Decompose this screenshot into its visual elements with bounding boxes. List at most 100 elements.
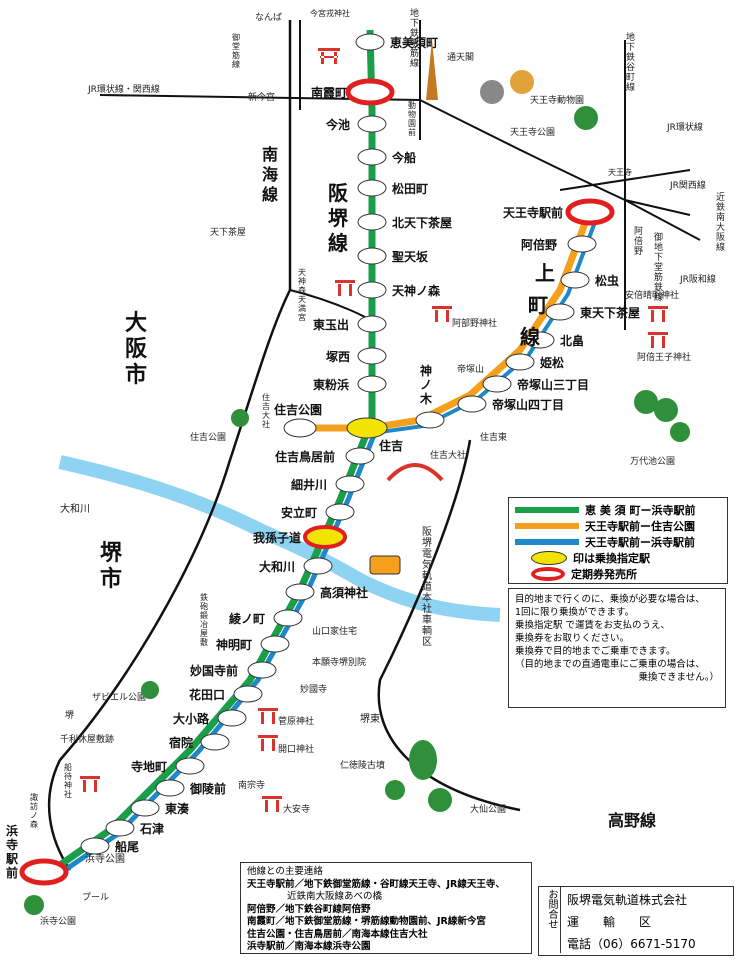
uemachi-station-7[interactable] bbox=[457, 395, 487, 413]
station-21[interactable] bbox=[247, 661, 277, 679]
vlabel-abeno: 倍 bbox=[634, 235, 643, 247]
uemachi-station-4[interactable] bbox=[525, 331, 555, 349]
legend-blue: 天王寺駅前ー浜寺駅前 bbox=[515, 534, 695, 550]
station-9[interactable] bbox=[357, 347, 387, 365]
vlabel-midosuji_top: 鉄 bbox=[410, 27, 419, 39]
legend-green: 恵 美 須 町ー浜寺駅前 bbox=[515, 502, 696, 518]
river-label: 大和川 bbox=[60, 502, 90, 515]
vlabel-depot: 輌 bbox=[422, 625, 432, 637]
station-10[interactable] bbox=[357, 375, 387, 393]
hankai-stations: 恵美須町南霞町今池今船松田町北天下茶屋聖天坂天神ノ森東玉出塚西東粉浜住吉公園住吉… bbox=[5, 33, 452, 880]
place-label-yamaguchi: 山口家住宅 bbox=[312, 625, 357, 637]
station-label: 今池 bbox=[325, 117, 350, 132]
station-0[interactable] bbox=[355, 33, 385, 51]
station-4[interactable] bbox=[357, 179, 387, 197]
station-23[interactable] bbox=[217, 709, 247, 727]
place-label-tezukayama: 帝塚山 bbox=[457, 363, 484, 375]
kintetsu-line bbox=[624, 199, 701, 241]
vlabel-teppo: 鍛 bbox=[200, 610, 208, 620]
station-14[interactable] bbox=[335, 475, 365, 493]
station-15[interactable] bbox=[325, 503, 355, 521]
torii-icons bbox=[80, 48, 668, 812]
station-label: 宿院 bbox=[169, 735, 193, 750]
contact-dept: 運 輸 区 bbox=[567, 915, 652, 929]
transfer-sumiyoshi[interactable] bbox=[346, 417, 388, 439]
station-2[interactable] bbox=[357, 115, 387, 133]
vlabel-depot: 阪 bbox=[422, 525, 432, 538]
station-label: 住吉鳥居前 bbox=[275, 449, 335, 464]
station-18[interactable] bbox=[285, 583, 315, 601]
contact-company: 阪堺電気軌道株式会社 bbox=[567, 893, 688, 907]
hankai-line-label-2: 堺 bbox=[328, 206, 349, 230]
vlabel-tenjinnomori_shrine: 天 bbox=[298, 295, 306, 304]
place-label-zoo: 天王寺動物園 bbox=[530, 94, 584, 106]
transfer-abikomichi[interactable] bbox=[303, 525, 347, 549]
torii-icon bbox=[258, 708, 278, 724]
station-label: 安立町 bbox=[281, 505, 317, 520]
place-label-nanba: なんば bbox=[255, 12, 282, 23]
place-label-hamadera_park: 浜寺公園 bbox=[85, 853, 125, 865]
station-26[interactable] bbox=[155, 779, 185, 797]
note-line: 乗換券をお取りください。 bbox=[515, 633, 630, 644]
hankai-line-label-3: 線 bbox=[328, 231, 348, 255]
place-label-sumiyoshi_higashi: 住吉東 bbox=[480, 431, 507, 443]
uemachi-station-3[interactable] bbox=[545, 303, 575, 321]
uemachi-station-label: 東天下茶屋 bbox=[580, 305, 640, 320]
uemachi-station-8[interactable] bbox=[415, 411, 445, 429]
station-19[interactable] bbox=[273, 609, 303, 627]
station-label: 細井川 bbox=[291, 477, 327, 492]
station-17[interactable] bbox=[303, 557, 333, 575]
station-5[interactable] bbox=[357, 213, 387, 231]
uemachi-station-5[interactable] bbox=[505, 353, 535, 371]
contact-label: お問合せ bbox=[539, 887, 561, 953]
place-label-jr_hanwa: JR阪和線 bbox=[679, 273, 716, 285]
station-27[interactable] bbox=[130, 799, 160, 817]
vlabel-sumiyoshi_taisha: 社 bbox=[262, 419, 270, 429]
tree-icon bbox=[231, 409, 249, 427]
uemachi-label-2: 町 bbox=[528, 293, 548, 317]
station-7[interactable] bbox=[357, 281, 387, 299]
pass-tennoji[interactable] bbox=[565, 198, 615, 226]
vlabel-depot: 道 bbox=[422, 580, 432, 593]
tree-icon bbox=[670, 422, 690, 442]
station-8[interactable] bbox=[357, 315, 387, 333]
station-label: 船尾 bbox=[115, 839, 139, 854]
note-line: 乗換指定駅 で運賃をお支払のうえ、 bbox=[515, 620, 671, 631]
uemachi-station-1[interactable] bbox=[567, 235, 597, 253]
connection-line: 南霞町／地下鉄御堂筋線・堺筋線動物園前、JR線新今宮 bbox=[247, 916, 486, 927]
pass-hamadera[interactable] bbox=[19, 858, 69, 886]
station-28[interactable] bbox=[105, 819, 135, 837]
place-label-tengachaya: 天下茶屋 bbox=[210, 226, 246, 238]
station-25[interactable] bbox=[175, 757, 205, 775]
vlabel-teppo: 砲 bbox=[200, 601, 208, 611]
kofun-icon bbox=[409, 740, 437, 780]
vlabel-midosuji: 線 bbox=[232, 59, 240, 69]
station-22[interactable] bbox=[233, 685, 263, 703]
pass-minamikasumi[interactable] bbox=[345, 78, 395, 106]
station-6[interactable] bbox=[357, 247, 387, 265]
torii-icon bbox=[318, 48, 340, 64]
sumiyoshi-park-oval[interactable] bbox=[283, 418, 317, 438]
vlabel-dobutsuen_mae: 物 bbox=[408, 109, 416, 119]
place-label-abe_seimei: 安倍晴明神社 bbox=[625, 289, 679, 301]
uemachi-station-label: 姫松 bbox=[540, 355, 564, 370]
vlabel-kintetsu: 鉄 bbox=[716, 201, 725, 213]
station-24[interactable] bbox=[200, 733, 230, 751]
place-label-shin_imamiya: 新今宮 bbox=[248, 91, 275, 103]
lion-icon bbox=[510, 70, 534, 94]
legend-label: 定期券発売所 bbox=[571, 568, 637, 581]
vlabel-midosuji: 堂 bbox=[232, 41, 240, 51]
legend-orange: 天王寺駅前ー住吉公園 bbox=[515, 518, 695, 534]
place-label-pool: プール bbox=[82, 892, 109, 903]
vlabel-tanimachi: 下 bbox=[626, 43, 635, 53]
uemachi-station-label: 帝塚山四丁目 bbox=[492, 397, 564, 412]
station-20[interactable] bbox=[260, 635, 290, 653]
uemachi-station-6[interactable] bbox=[482, 375, 512, 393]
station-29[interactable] bbox=[80, 837, 110, 855]
station-label: 大和川 bbox=[259, 559, 295, 574]
vlabel-depot: 堺 bbox=[422, 537, 432, 549]
station-13[interactable] bbox=[345, 447, 375, 465]
uemachi-station-2[interactable] bbox=[560, 271, 590, 289]
vlabel-dobutsuen_mae: 動 bbox=[408, 101, 416, 110]
station-3[interactable] bbox=[357, 148, 387, 166]
